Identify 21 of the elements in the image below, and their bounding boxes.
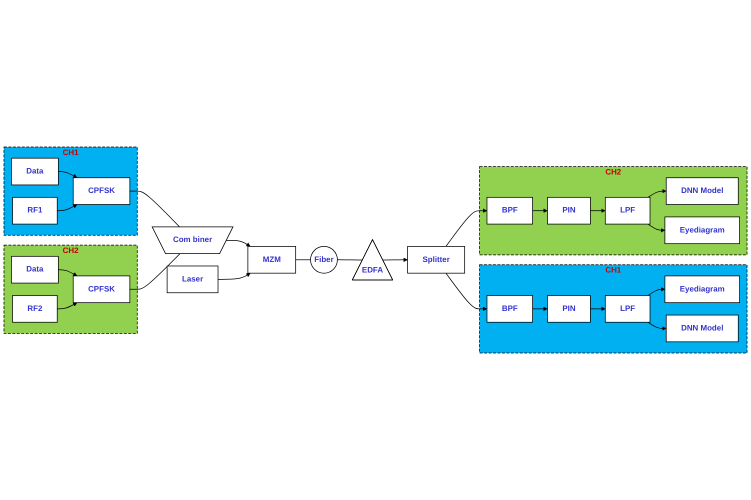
arrow <box>446 208 488 247</box>
connector <box>129 253 180 290</box>
arrow <box>590 306 606 312</box>
arrow <box>590 208 606 213</box>
arrow <box>648 322 666 331</box>
arrow <box>382 258 408 262</box>
arrow <box>56 204 78 212</box>
arrow <box>58 171 78 178</box>
connector <box>295 259 311 260</box>
connector <box>129 190 180 228</box>
arrow <box>56 302 78 310</box>
arrow <box>648 287 666 296</box>
arrow <box>648 188 666 198</box>
arrow <box>532 306 548 312</box>
arrow <box>226 240 251 247</box>
arrow <box>532 208 548 213</box>
arrow <box>446 272 488 312</box>
arrow <box>648 224 666 232</box>
connector <box>337 259 363 260</box>
arrow <box>58 269 78 276</box>
arrow <box>218 272 251 280</box>
